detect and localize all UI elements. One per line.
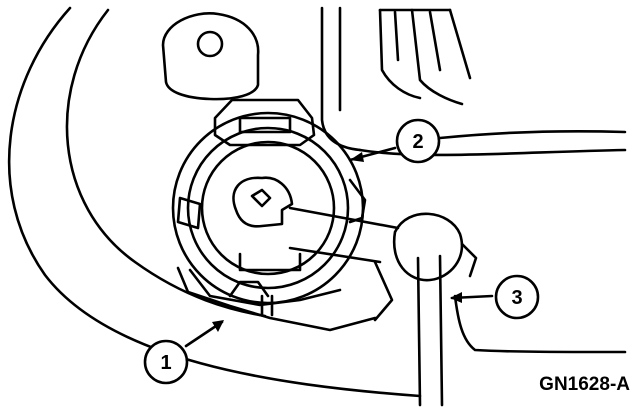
svg-text:2: 2	[412, 131, 423, 153]
svg-text:1: 1	[160, 352, 171, 374]
mounting-bracket	[320, 6, 627, 157]
locking-lever	[288, 206, 400, 322]
bulb-socket	[171, 98, 377, 332]
callout-2: 2	[395, 118, 441, 164]
housing-inner-curve	[65, 8, 267, 318]
callout-1: 1	[143, 339, 189, 385]
mounting-stud	[161, 12, 260, 101]
callout-3: 3	[494, 274, 540, 320]
wiring-harness	[392, 212, 627, 407]
housing-outer-curve	[7, 6, 422, 398]
svg-text:3: 3	[511, 287, 522, 309]
figure-id: GN1628-A	[539, 374, 630, 395]
